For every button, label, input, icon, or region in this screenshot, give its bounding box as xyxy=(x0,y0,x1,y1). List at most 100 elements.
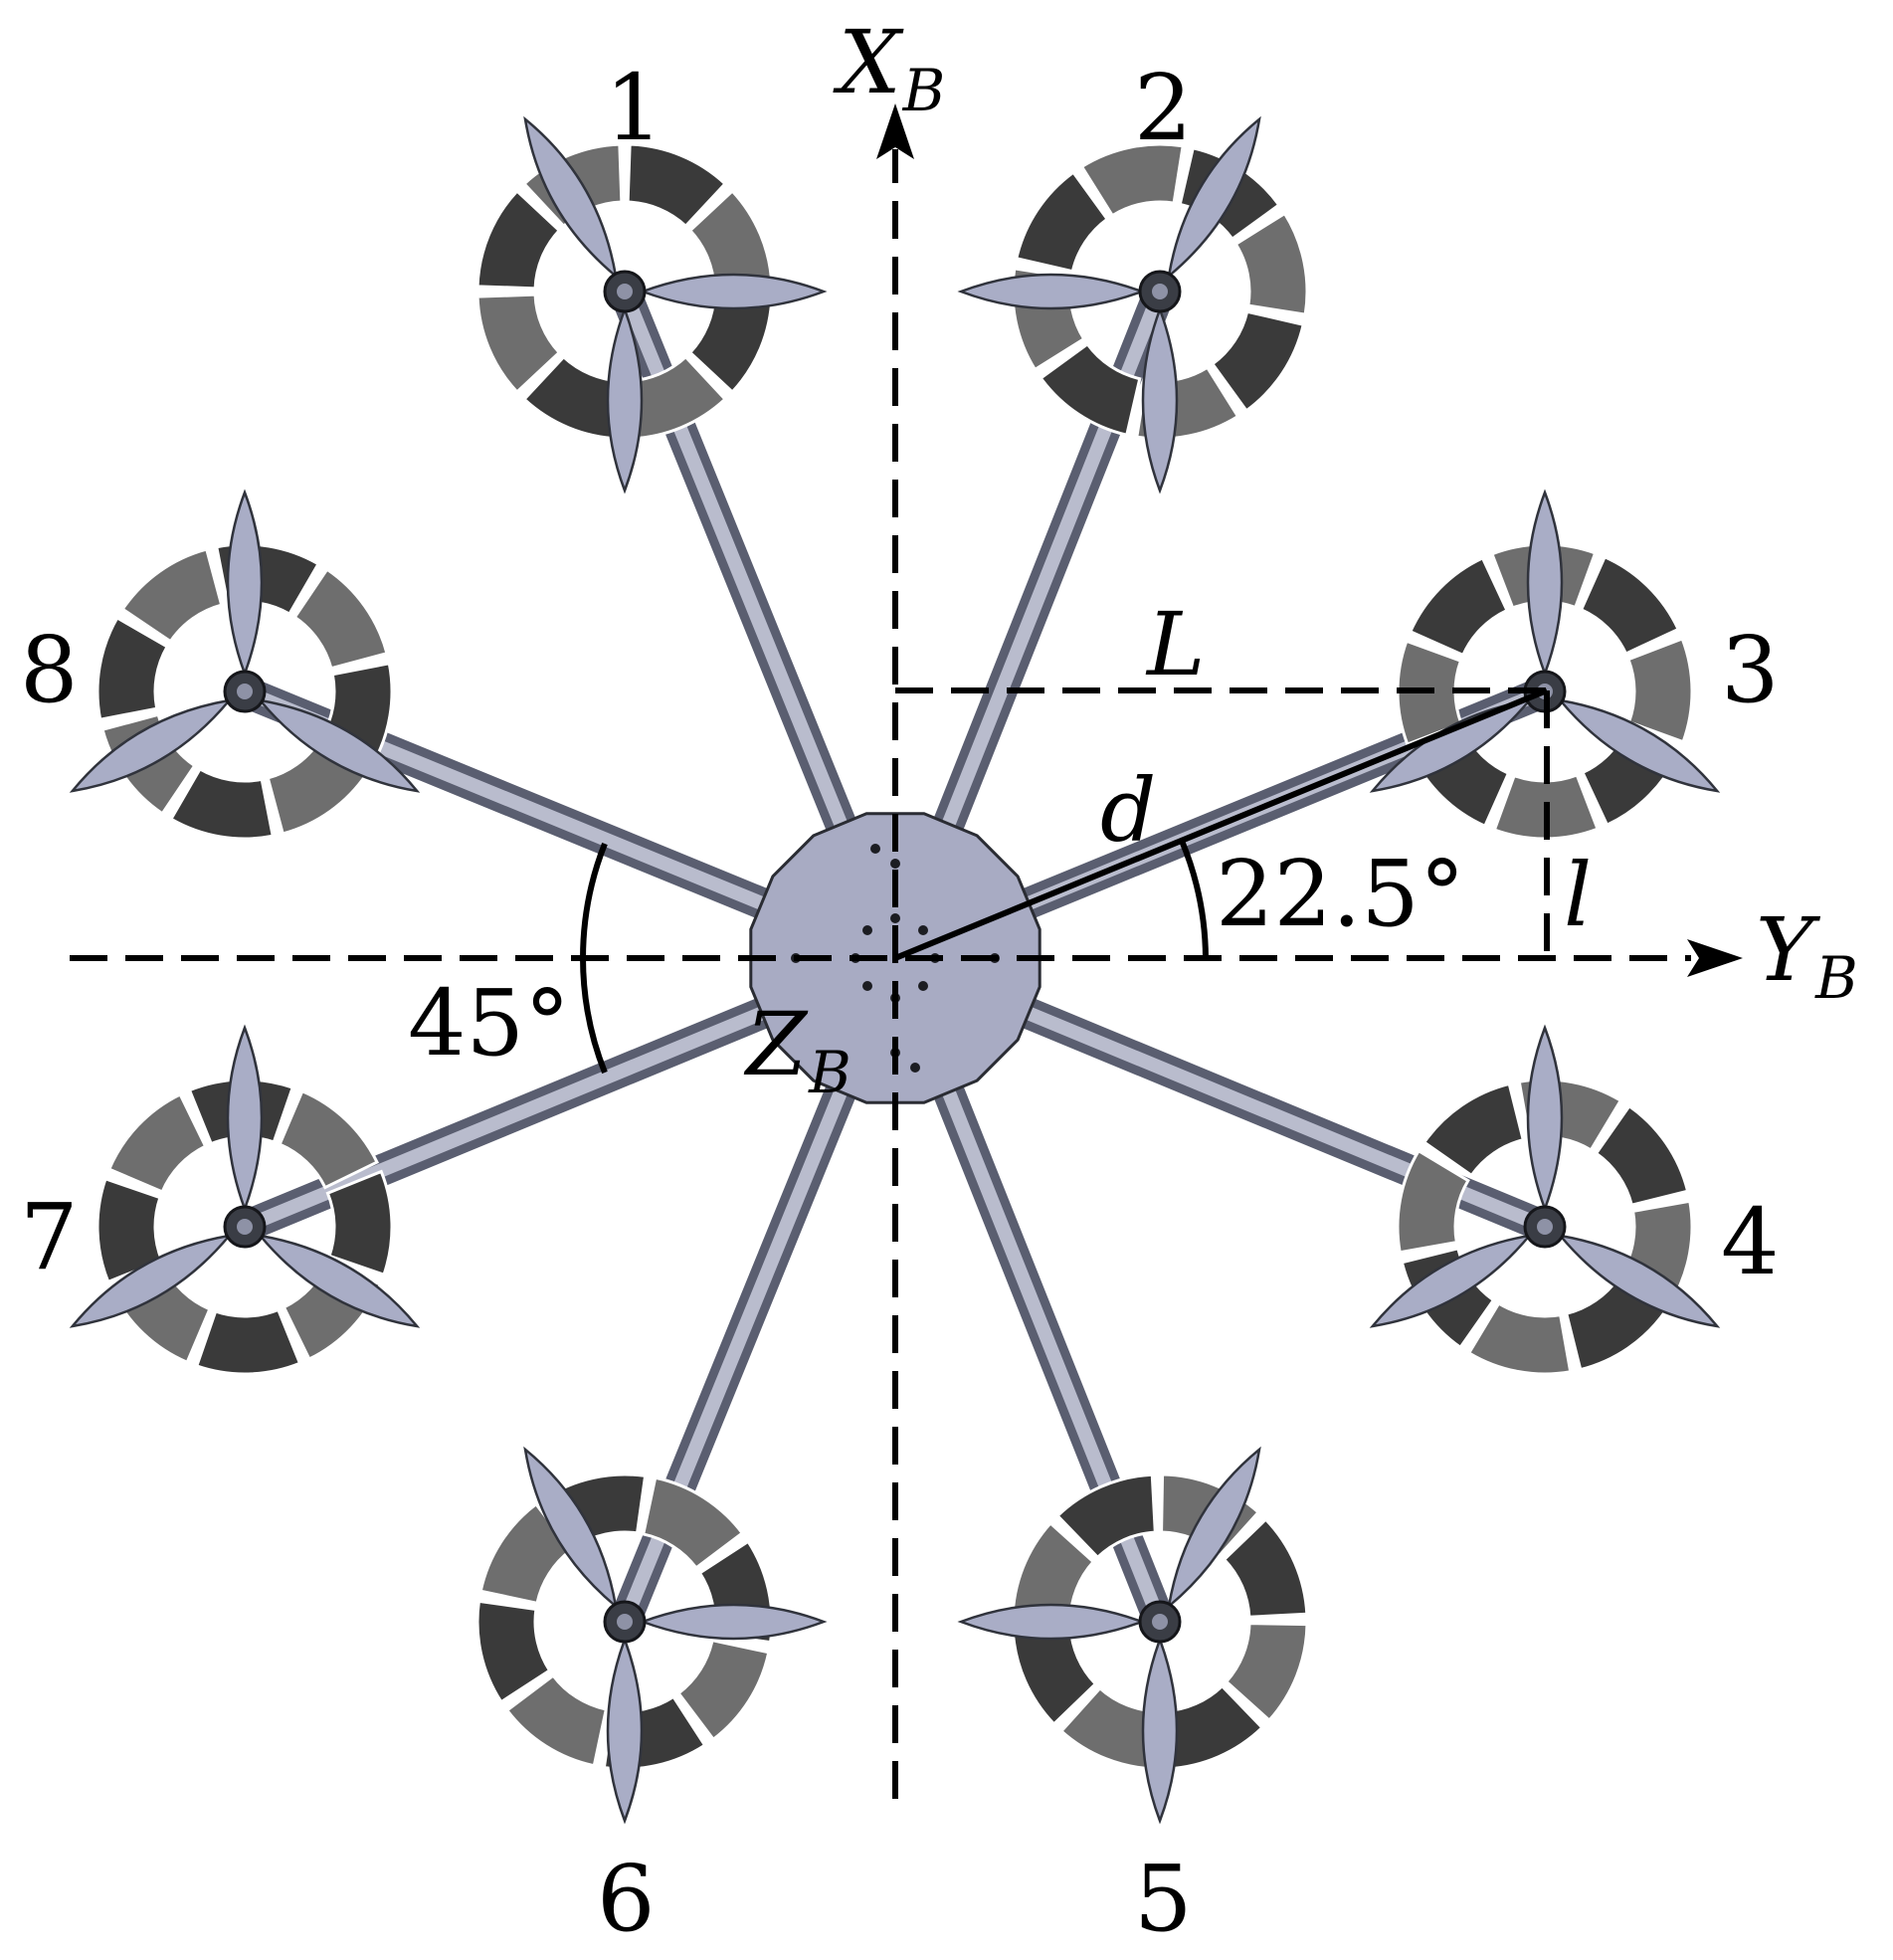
rotor-5-hub-cap xyxy=(1152,1614,1168,1630)
rotor-6-blade-3 xyxy=(606,1636,644,1825)
rotor-7-ring-segment xyxy=(95,1176,164,1284)
rotor-7-ring-segment xyxy=(278,1088,380,1190)
body-bolt-6 xyxy=(862,925,872,935)
rotor-2-ring-segment xyxy=(1014,170,1110,274)
rotor-5-ring-segment xyxy=(1011,1520,1096,1622)
L-label: L xyxy=(1145,593,1205,695)
l-label: l xyxy=(1564,844,1592,946)
rotor-2-blade-2 xyxy=(957,273,1146,310)
rotor-6 xyxy=(475,1446,828,1825)
rotor-1-blade-1 xyxy=(523,115,618,280)
rotor-1-ring-segment xyxy=(626,142,728,229)
rotor-1-blade-2 xyxy=(639,273,828,310)
z-axis-label: ZB xyxy=(743,993,852,1106)
rotor-2 xyxy=(957,115,1309,494)
rotor-1-hub-cap xyxy=(617,284,633,299)
rotor-8-ring-segment xyxy=(168,766,275,841)
rotor-8 xyxy=(69,489,421,841)
rotor-4 xyxy=(1369,1024,1721,1376)
rotor-label-2: 2 xyxy=(1134,55,1193,161)
body-bolt-4 xyxy=(890,913,900,923)
rotor-2-ring-segment xyxy=(1079,142,1185,218)
rotor-label-8: 8 xyxy=(20,617,79,723)
rotor-8-blade-2 xyxy=(257,698,421,793)
rotor-6-blade-1 xyxy=(523,1446,618,1610)
rotor-8-hub-cap xyxy=(237,684,253,699)
rotor-6-ring-segment xyxy=(504,1673,609,1768)
rotor-7-blade-3 xyxy=(69,1234,233,1328)
rotor-5-ring-segment xyxy=(1224,1622,1309,1723)
rotor-4-ring-segment xyxy=(1466,1301,1573,1376)
angle-arc-45 xyxy=(580,842,608,1075)
rotor-6-blade-2 xyxy=(639,1603,828,1641)
rotor-1-ring-segment xyxy=(521,354,624,441)
rotor-5-ring-segment xyxy=(1055,1472,1157,1560)
rotor-1-ring-segment xyxy=(475,293,562,395)
angle-label-22-5: 22.5° xyxy=(1216,841,1465,947)
rotors-group xyxy=(69,115,1721,1825)
rotor-4-ring-segment xyxy=(1421,1081,1526,1178)
body-bolt-8 xyxy=(862,981,872,991)
rotor-2-hub-cap xyxy=(1152,284,1168,299)
rotor-6-hub-cap xyxy=(617,1614,633,1630)
rotor-4-ring-segment xyxy=(1594,1103,1690,1208)
rotor-label-5: 5 xyxy=(1134,1846,1193,1952)
rotor-8-blade-3 xyxy=(69,698,233,793)
rotor-2-ring-segment xyxy=(1233,211,1309,316)
rotor-3-ring-segment xyxy=(1626,637,1694,744)
rotor-label-1: 1 xyxy=(605,55,663,161)
angle-label-45: 45° xyxy=(408,970,570,1077)
rotor-3 xyxy=(1369,489,1721,841)
body-bolt-14 xyxy=(870,844,880,854)
rotor-5-blade-1 xyxy=(1167,1446,1261,1610)
rotor-4-blade-1 xyxy=(1526,1024,1564,1213)
rotor-8-ring-segment xyxy=(120,547,224,644)
rotor-7-blade-1 xyxy=(226,1024,264,1213)
rotor-4-hub-cap xyxy=(1537,1219,1553,1235)
rotor-1-ring-segment xyxy=(475,188,562,291)
rotor-3-blade-3 xyxy=(1369,698,1533,793)
rotor-3-ring-segment xyxy=(1408,555,1509,658)
rotor-label-3: 3 xyxy=(1721,617,1780,723)
rotor-6-ring-segment xyxy=(641,1475,745,1570)
rotor-1-blade-3 xyxy=(606,305,644,494)
x-axis-label: XB xyxy=(833,11,945,124)
rotor-6-ring-segment xyxy=(475,1599,552,1704)
rotor-5-ring-segment xyxy=(1222,1517,1309,1619)
rotor-label-7: 7 xyxy=(20,1184,79,1290)
rotor-2-ring-segment xyxy=(1210,309,1306,413)
rotor-5-ring-segment xyxy=(1058,1685,1160,1771)
body-axes xyxy=(70,103,1743,1799)
rotor-7 xyxy=(69,1024,421,1376)
rotor-7-blade-2 xyxy=(257,1234,421,1328)
rotor-4-blade-2 xyxy=(1557,1234,1721,1328)
rotor-5-blade-3 xyxy=(1141,1636,1179,1825)
y-axis-arrowhead xyxy=(1687,939,1743,977)
rotor-3-ring-segment xyxy=(1579,554,1681,656)
body-bolt-5 xyxy=(918,981,928,991)
rotor-5 xyxy=(957,1446,1309,1825)
angle-arc-22-5 xyxy=(1179,839,1209,959)
rotor-1-ring-segment xyxy=(687,293,774,395)
rotor-7-hub-cap xyxy=(237,1219,253,1235)
rotor-label-6: 6 xyxy=(597,1846,656,1952)
rotor-label-4: 4 xyxy=(1721,1189,1780,1295)
rotor-2-ring-segment xyxy=(1039,341,1142,438)
rotor-7-ring-segment xyxy=(106,1091,208,1194)
rotor-5-blade-2 xyxy=(957,1603,1146,1641)
y-axis-label: YB xyxy=(1756,898,1858,1012)
dimension-lines xyxy=(580,687,1550,1075)
rotor-8-blade-1 xyxy=(226,489,264,678)
rotor-7-ring-segment xyxy=(194,1307,302,1376)
d-label: d xyxy=(1100,759,1156,862)
rotor-3-blade-1 xyxy=(1526,489,1564,678)
rotor-8-ring-segment xyxy=(95,615,170,721)
labels: XB YB ZB L d l 22.5° 45° 1 2 3 4 5 6 7 8 xyxy=(20,11,1858,1952)
body-bolt-12 xyxy=(890,859,900,869)
rotor-7-ring-segment xyxy=(325,1169,394,1277)
rotor-8-ring-segment xyxy=(292,567,389,671)
rotor-4-ring-segment xyxy=(1396,1148,1470,1255)
body-bolt-7 xyxy=(918,925,928,935)
rotor-2-blade-3 xyxy=(1141,305,1179,494)
